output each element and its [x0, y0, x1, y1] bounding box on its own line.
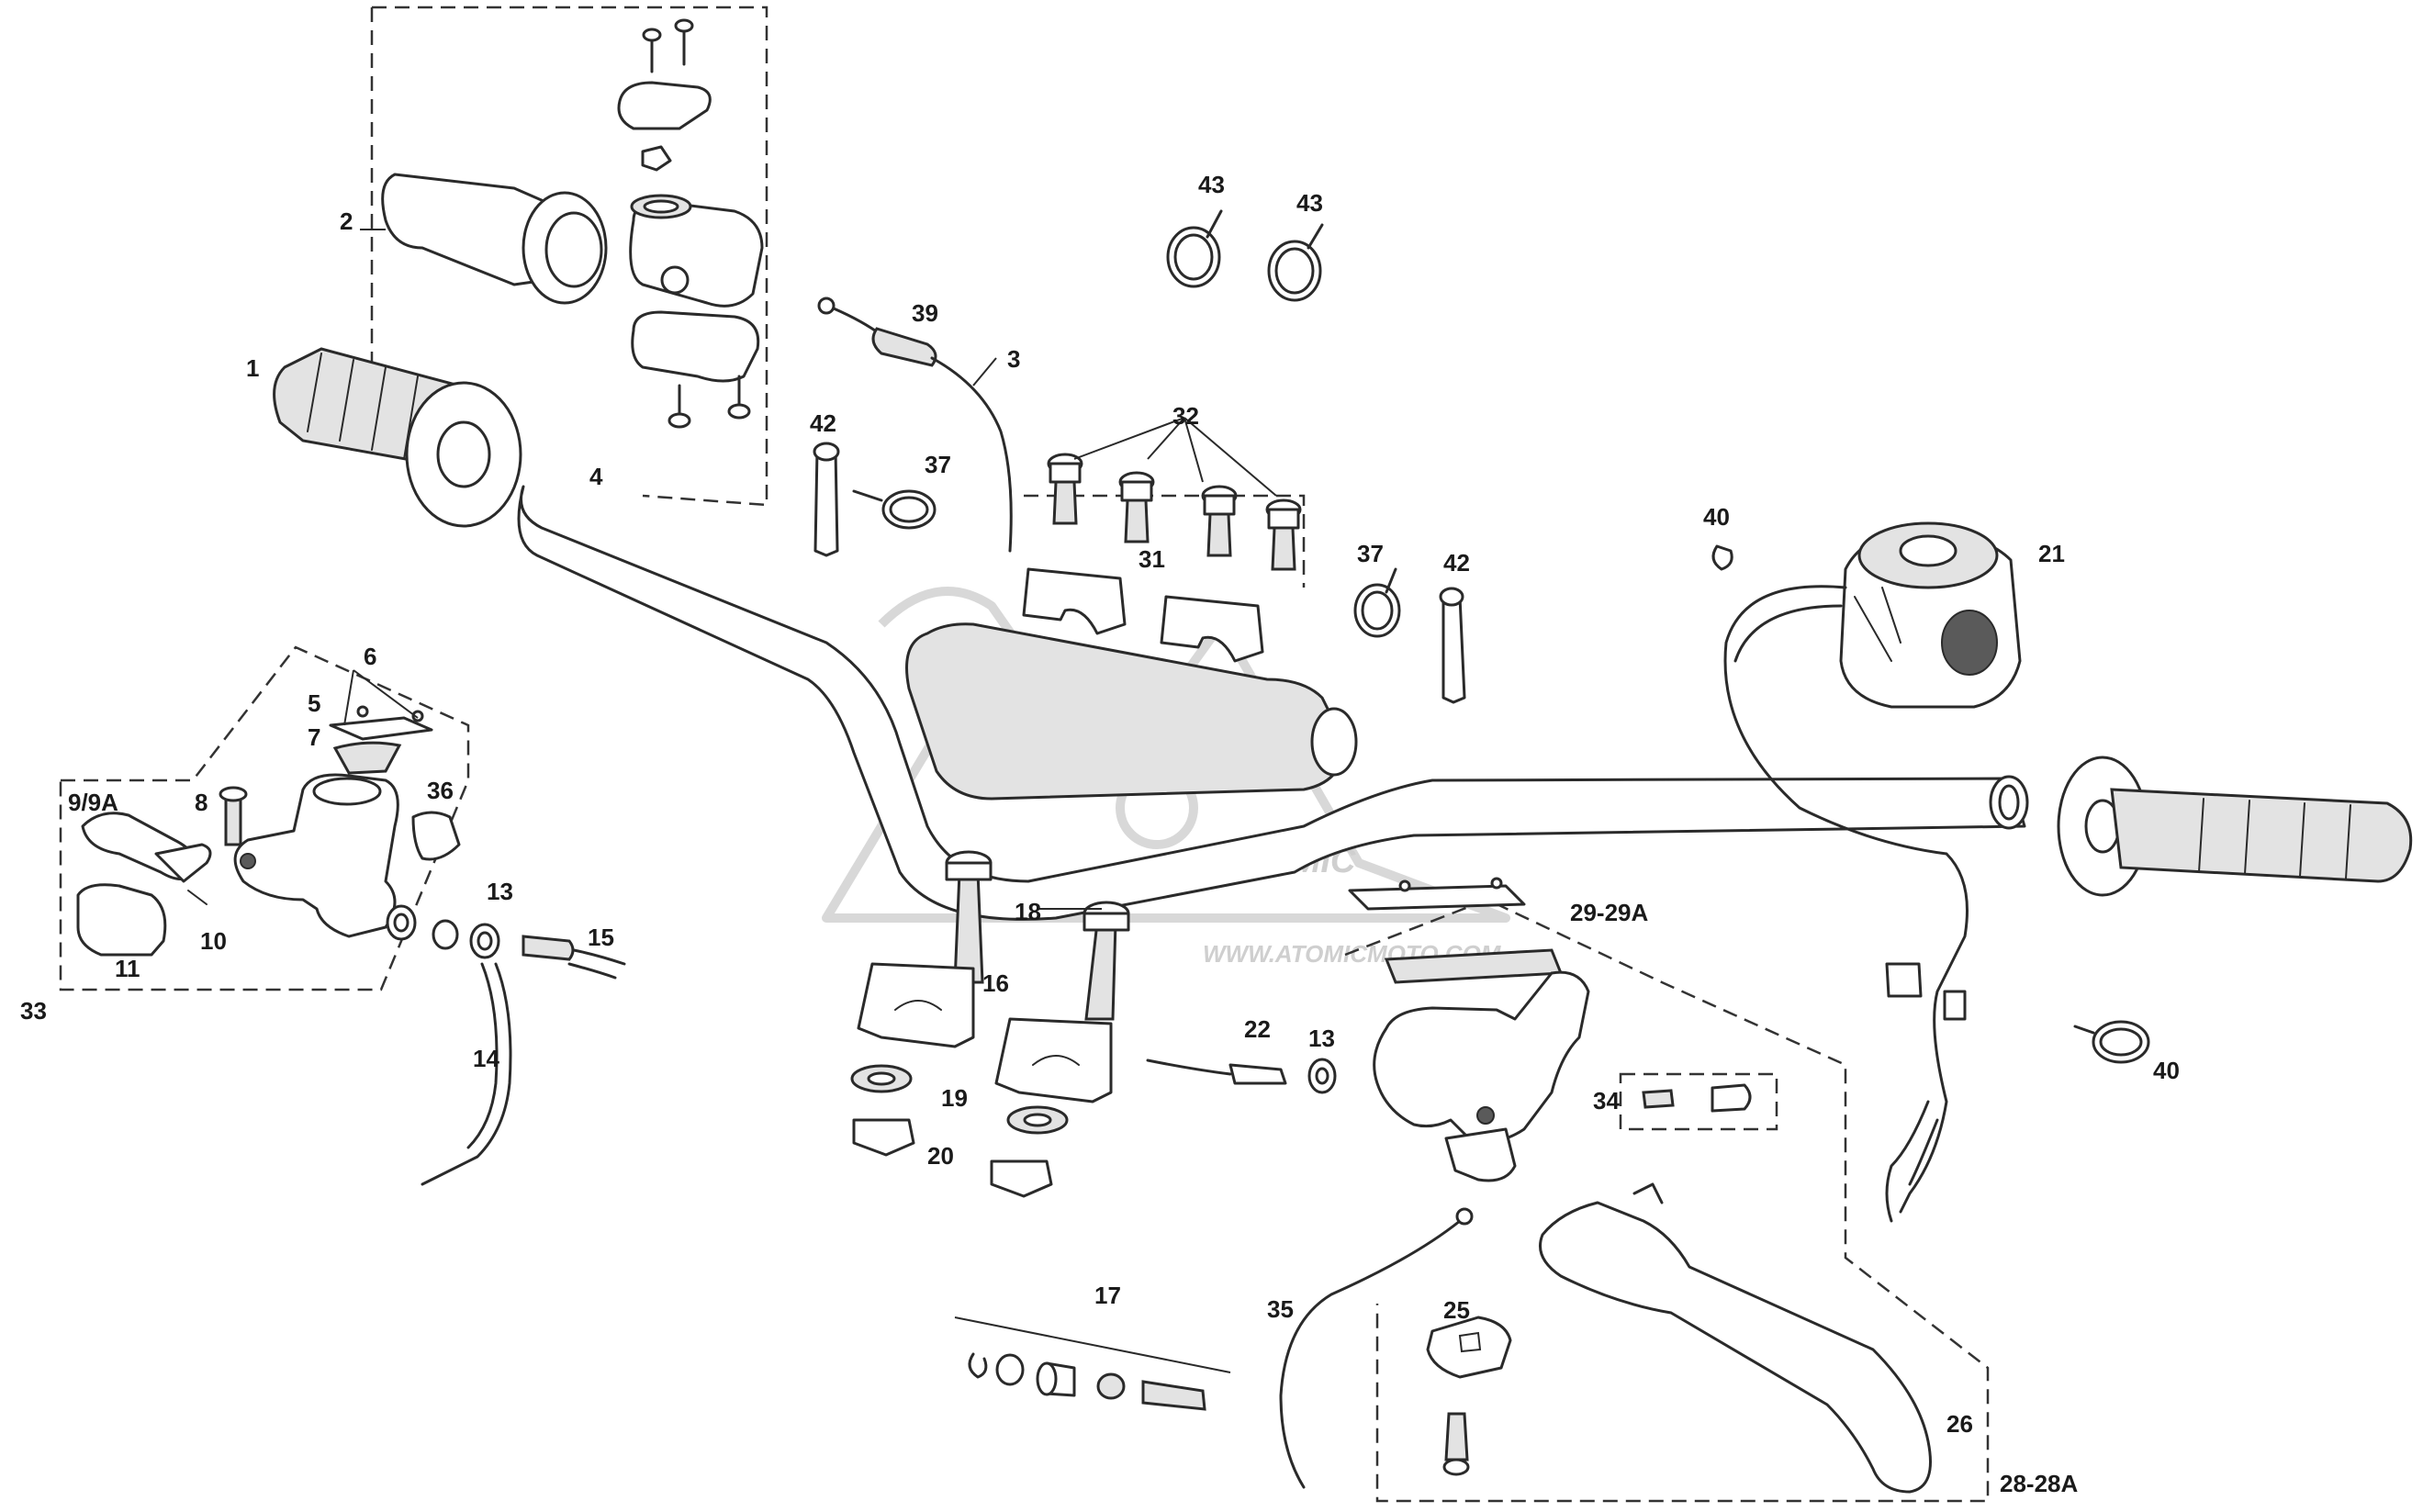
throttle-grip-assembly: [381, 18, 764, 429]
callout-33: 33: [20, 997, 47, 1025]
group-box-switch: [1619, 1072, 1778, 1131]
callout-29-29a: 29-29A: [1570, 899, 1648, 926]
group-box-clamp-bolts: [1024, 494, 1306, 588]
callout-28-28a: 28-28A: [2000, 1470, 2078, 1497]
callout-2: 2: [340, 207, 353, 235]
callout-14: 14: [473, 1045, 499, 1072]
callout-40-top: 40: [1703, 503, 1730, 531]
callout-9-9a: 9/9A: [68, 789, 118, 816]
callout-20: 20: [927, 1142, 954, 1170]
callout-17: 17: [1094, 1282, 1121, 1309]
callout-32: 32: [1172, 402, 1199, 430]
callout-35: 35: [1267, 1295, 1294, 1323]
callout-18: 18: [1015, 898, 1041, 925]
group-box-master-cylinder: [59, 645, 470, 991]
callout-21: 21: [2038, 540, 2065, 567]
group-box-clutch-perch: [1344, 898, 1990, 1503]
callout-26: 26: [1946, 1410, 1973, 1438]
handlebar: [517, 485, 2029, 921]
left-grip: [273, 347, 522, 528]
callout-16: 16: [982, 969, 1009, 997]
top-clamp-bolts: [1022, 453, 1302, 663]
hardware-kit: [954, 1316, 1231, 1411]
callout-13-left: 13: [487, 878, 513, 905]
callout-labels: 1 2 3 4 5 6 7 8 9/9A 10 11 13 13 14 15 1…: [20, 171, 2180, 1497]
callout-42-right: 42: [1443, 549, 1470, 577]
clutch-perch-assembly: [1146, 877, 1932, 1494]
callout-11: 11: [115, 955, 140, 982]
cable-ties: [813, 442, 1466, 704]
right-grip: [2057, 756, 2413, 897]
hose-clamps: [852, 209, 2150, 1064]
callout-13-right: 13: [1308, 1025, 1335, 1052]
callout-31: 31: [1139, 545, 1165, 573]
callout-37-right: 37: [1357, 540, 1384, 567]
callout-3: 3: [1007, 345, 1020, 373]
callout-22: 22: [1244, 1015, 1271, 1043]
callout-15: 15: [588, 924, 614, 951]
callout-37-left: 37: [925, 451, 951, 478]
callout-19: 19: [941, 1084, 968, 1112]
kill-switch: [1723, 521, 2022, 1223]
callout-43-right: 43: [1296, 189, 1323, 217]
bottom-clamp-hardware: [850, 850, 1130, 1198]
callout-1: 1: [246, 354, 259, 382]
bolt: [1265, 498, 1302, 571]
leader-lines: [343, 229, 1277, 910]
callout-40-bottom: 40: [2153, 1057, 2180, 1084]
callout-36: 36: [427, 777, 454, 804]
callout-10: 10: [200, 927, 227, 955]
callout-8: 8: [195, 789, 208, 816]
bolt: [1118, 471, 1155, 543]
bolt: [1201, 485, 1238, 557]
callout-25: 25: [1443, 1296, 1470, 1324]
callout-4: 4: [589, 463, 603, 490]
callout-39: 39: [912, 299, 938, 327]
throttle-cable: [817, 297, 1013, 553]
callout-43-left: 43: [1198, 171, 1225, 198]
callout-42-left: 42: [810, 409, 836, 437]
master-cylinder-assembly: [76, 705, 626, 1186]
callout-6: 6: [364, 643, 376, 670]
callout-34: 34: [1593, 1087, 1620, 1114]
callout-5: 5: [308, 689, 320, 717]
bolt: [1047, 453, 1083, 525]
callout-7: 7: [308, 723, 320, 751]
group-box-throttle: [370, 6, 768, 507]
